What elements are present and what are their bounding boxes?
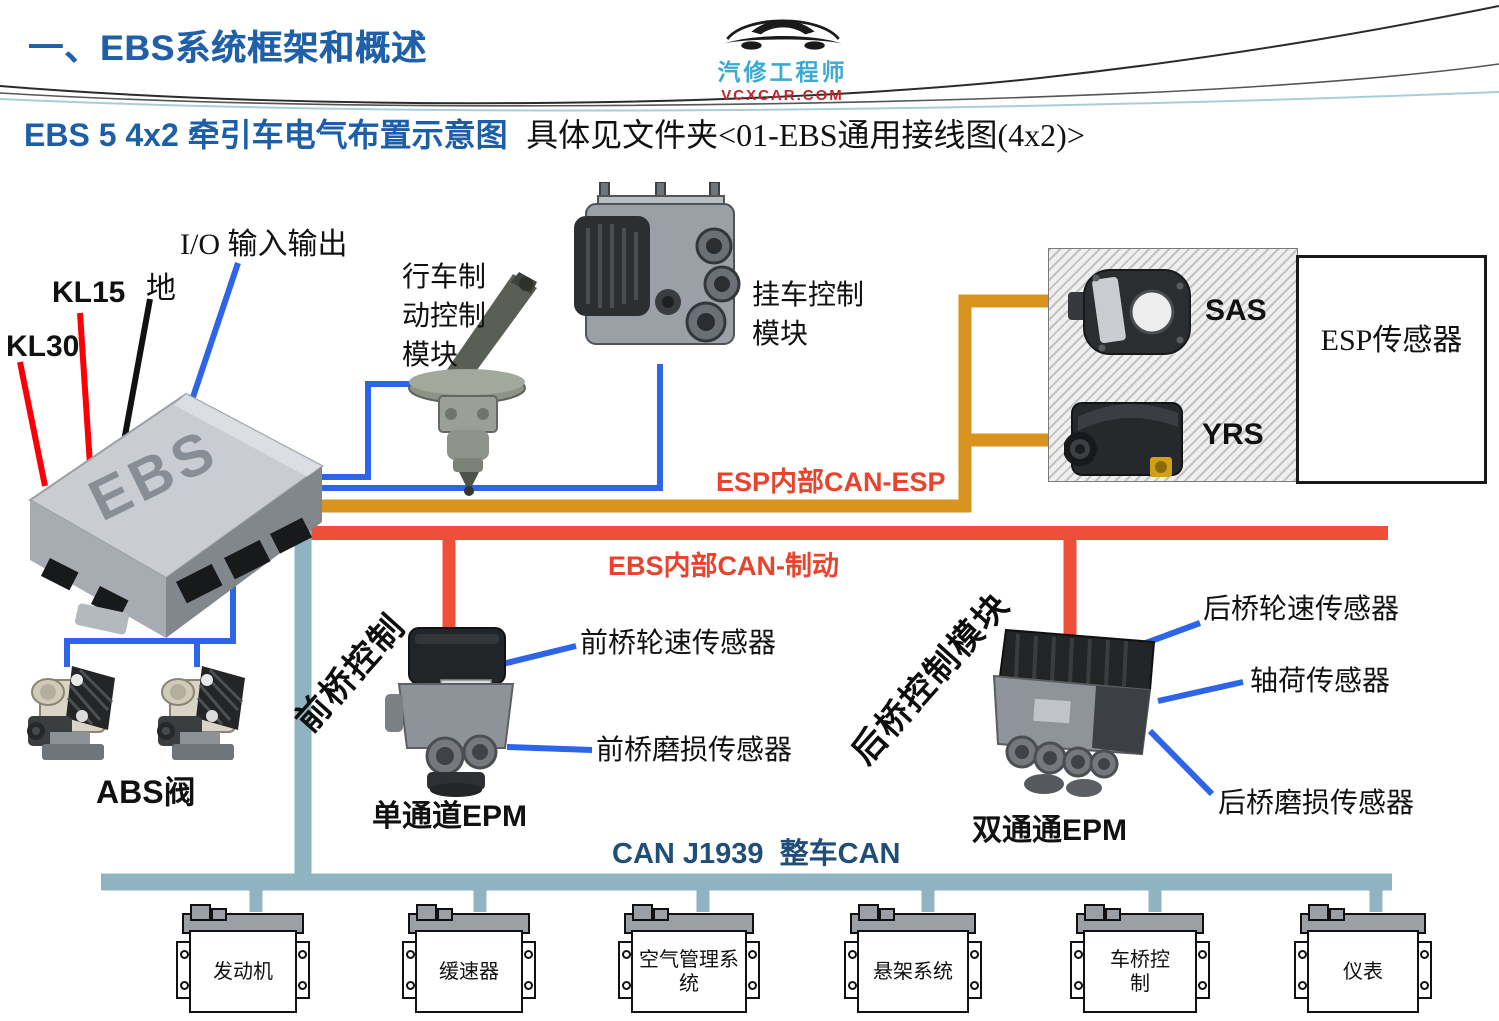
pin-label-ground: 地 [146, 272, 176, 305]
trailer-module-label: 挂车控制 模块 [752, 280, 865, 351]
ecu-label: 仪表 [1343, 960, 1383, 983]
ecu-node-suspension: 悬架系统 [844, 903, 982, 1015]
axle-load-pointer [1157, 679, 1244, 704]
io-wire [189, 262, 241, 401]
ecu-label: 缓速器 [439, 960, 499, 983]
ground-wire [119, 298, 153, 453]
front-wear-label: 前桥磨损传感器 [596, 735, 793, 766]
logo-name: 汽修工程师 [717, 59, 848, 85]
logo-site: VCXCAR.COM [721, 87, 844, 104]
abs-valve-graphic [157, 666, 245, 760]
front-wheel-speed-label: 前桥轮速传感器 [580, 628, 777, 659]
can-esp-label: ESP内部CAN-ESP [716, 467, 946, 497]
page-title: 一、EBS系统框架和概述 [28, 29, 427, 68]
logo: 汽修工程师 VCXCAR.COM [660, 0, 905, 104]
abs-valve-label: ABS阀 [96, 774, 196, 810]
ecu-label: 空气管理系 统 [639, 948, 739, 995]
rear-wear-pointer [1147, 728, 1215, 797]
pedal-wire [308, 381, 424, 480]
brake-pedal-graphic [408, 272, 537, 496]
car-logo-icon [723, 19, 842, 50]
ecu-node-air-management: 空气管理系 统 [618, 903, 760, 1015]
header-swoosh-lines [0, 5, 1499, 112]
rear-wear-label: 后桥磨损传感器 [1218, 788, 1415, 819]
subtitle-main: EBS 5 4x2 牵引车电气布置示意图 [24, 117, 508, 153]
esp-box-label: ESP传感器 [1320, 324, 1463, 357]
yrs-sensor-graphic [1064, 402, 1183, 477]
abs-valve-graphic [27, 666, 115, 760]
ecu-node-engine: 发动机 [176, 903, 310, 1015]
pin-label-kl30: KL30 [6, 330, 80, 363]
subtitle: EBS 5 4x2 牵引车电气布置示意图 具体见文件夹<01-EBS通用接线图(… [24, 110, 1085, 156]
front-epm-graphic [385, 627, 515, 797]
kl30-wire [17, 361, 48, 487]
front-epm-caption: 单通道EPM [372, 800, 528, 833]
ecu-node-retarder: 缓速器 [402, 903, 536, 1015]
rear-epm-graphic [992, 628, 1156, 797]
trailer-wire [308, 364, 663, 491]
ecu-node-instrument: 仪表 [1294, 903, 1432, 1015]
subtitle-note: 具体见文件夹<01-EBS通用接线图(4x2)> [526, 117, 1085, 153]
ebs-module-graphic: EBS [28, 392, 324, 638]
axle-load-label: 轴荷传感器 [1250, 666, 1391, 697]
yrs-label: YRS [1202, 418, 1264, 451]
can-j1939-label: CAN J1939 整车CAN [612, 838, 901, 870]
trailer-control-module-graphic [574, 182, 741, 345]
esp-sensor-box: ESP传感器 [1296, 255, 1487, 484]
ecu-label: 悬架系统 [873, 960, 953, 983]
kl15-wire [77, 312, 93, 466]
ecu-tab [294, 941, 310, 999]
can-ebs-label: EBS内部CAN-制动 [608, 551, 840, 581]
sas-label: SAS [1205, 294, 1267, 327]
j1939-drops [249, 882, 1383, 912]
rear-wheel-speed-label: 后桥轮速传感器 [1203, 594, 1400, 625]
service-brake-label: 行车制 动控制 模块 [402, 262, 487, 372]
pin-label-kl15: KL15 [52, 276, 126, 309]
ecu-label: 车桥控 制 [1110, 948, 1170, 995]
pin-label-io: I/O 输入输出 [180, 228, 348, 261]
rear-epm-caption: 双通通EPM [972, 814, 1128, 847]
ecu-node-axle-control: 车桥控 制 [1070, 903, 1210, 1015]
sas-sensor-graphic [1068, 269, 1191, 355]
front-wear-pointer [506, 744, 593, 753]
ecu-label: 发动机 [213, 960, 273, 983]
